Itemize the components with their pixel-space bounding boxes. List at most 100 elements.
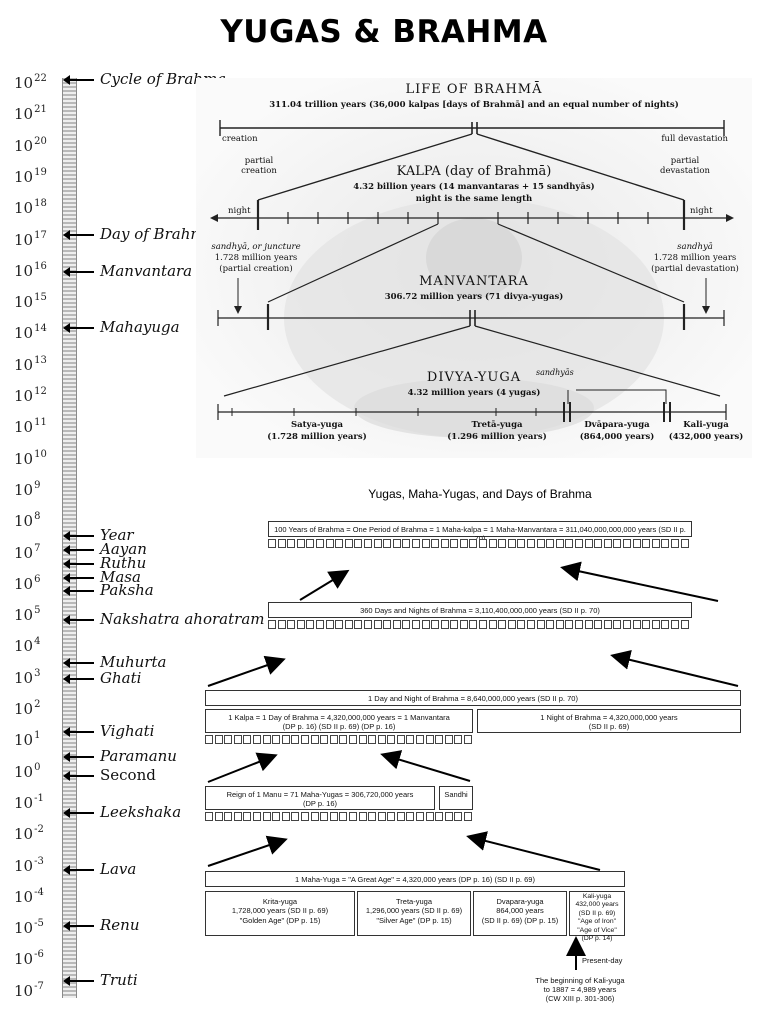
unit-square	[392, 539, 401, 548]
unit-square	[315, 539, 324, 548]
arrow-left-icon	[63, 572, 94, 583]
unit-square	[205, 735, 213, 744]
unit-square	[421, 620, 430, 629]
kali-name: Kali-yuga	[582, 893, 612, 900]
squares-row-360-days	[268, 620, 694, 631]
arrow-left-icon	[63, 544, 94, 555]
unit-square	[287, 539, 296, 548]
unit-square	[622, 539, 631, 548]
squares-row-100-years	[268, 539, 694, 550]
unit-square	[291, 735, 300, 744]
scale-exponent: 105	[14, 605, 41, 625]
scale-exponent: 1010	[14, 448, 47, 468]
scale-exponent: 1013	[14, 354, 47, 374]
unit-square	[402, 620, 411, 629]
unit-square	[444, 812, 453, 821]
unit-square	[358, 735, 367, 744]
box-dvapara-yuga: Dvapara-yuga 864,000 years (SD II p. 69)…	[473, 891, 567, 936]
sandhya-left-line2: 1.728 million years	[214, 253, 298, 263]
scale-exponent: 1018	[14, 198, 47, 218]
unit-square	[392, 620, 401, 629]
scale-marker: Ghati	[63, 671, 141, 686]
unit-square	[584, 620, 593, 629]
arrow-left-icon	[63, 322, 94, 333]
unit-square	[354, 620, 363, 629]
scale-marker-label: Manvantara	[100, 262, 193, 280]
dvapara-yuga-label: Dvāpara-yuga	[584, 420, 650, 430]
unit-square	[300, 812, 309, 821]
unit-square	[320, 735, 329, 744]
arrow-left-icon	[63, 726, 94, 737]
unit-square	[368, 812, 377, 821]
unit-square	[488, 539, 497, 548]
scale-exponent: 1016	[14, 260, 47, 280]
kalpa-subtitle: 4.32 billion years (14 manvantaras + 15 …	[353, 182, 595, 192]
kali-ref: (DP p. 14)	[581, 935, 613, 943]
unit-square	[320, 812, 329, 821]
unit-square	[565, 539, 574, 548]
krita-years: 1,728,000 years (SD II p. 69)	[231, 906, 329, 916]
unit-square	[632, 539, 641, 548]
divya-yuga-title: DIVYA-YUGA	[426, 370, 522, 385]
satya-yuga-years: (1.728 million years)	[267, 432, 367, 442]
unit-square	[281, 812, 290, 821]
treta-age: "Silver Age" (DP p. 15)	[376, 915, 452, 925]
unit-square	[344, 620, 353, 629]
unit-square	[444, 735, 453, 744]
unit-square	[348, 812, 357, 821]
treta-yuga-label: Tretā-yuga	[471, 420, 523, 430]
infographic-lines	[210, 120, 734, 438]
arrow-left-icon	[63, 74, 94, 85]
unit-square	[411, 620, 420, 629]
unit-square	[575, 620, 583, 629]
box-kalpa-line1: 1 Kalpa = 1 Day of Brahma = 4,320,000,00…	[228, 713, 450, 722]
unit-square	[670, 620, 679, 629]
squares-row-manu	[205, 812, 475, 823]
scale-exponent: 102	[14, 699, 41, 718]
unit-square	[233, 812, 242, 821]
unit-square	[546, 539, 555, 548]
dvapara-name: Dvapara-yuga	[496, 897, 544, 906]
scale-exponent: 10-5	[14, 918, 44, 938]
arrow-left-icon	[63, 975, 94, 986]
scale-exponent: 106	[14, 573, 41, 593]
unit-square	[536, 620, 545, 629]
scale-marker: Masa	[63, 570, 141, 585]
unit-square	[402, 539, 411, 548]
unit-square	[339, 735, 348, 744]
scale-marker: Mahayuga	[63, 318, 180, 336]
unit-square	[329, 735, 338, 744]
unit-square	[387, 812, 396, 821]
arrow-left-icon	[63, 558, 94, 569]
unit-square	[469, 539, 478, 548]
unit-square	[613, 539, 622, 548]
unit-square	[296, 539, 305, 548]
unit-square	[507, 539, 516, 548]
life-of-brahma-infographic: LIFE OF BRAHMĀ 311.04 trillion years (36…	[196, 78, 752, 458]
unit-square	[555, 539, 564, 548]
unit-square	[517, 620, 526, 629]
treta-years: 1,296,000 years (SD II p. 69)	[365, 906, 463, 916]
unit-square	[416, 812, 425, 821]
unit-square	[459, 539, 468, 548]
unit-square	[272, 812, 281, 821]
unit-square	[363, 620, 372, 629]
kali-yuga-label: Kali-yuga	[683, 420, 729, 430]
scale-marker-label: Mahayuga	[100, 318, 180, 336]
sandhya-right-line3: (partial devastation)	[651, 264, 739, 274]
treta-name: Treta-yuga	[396, 897, 432, 906]
box-kalpa-line2: (DP p. 16) (SD II p. 69) (DP p. 16)	[282, 722, 396, 732]
dvapara-years: 864,000 years	[496, 906, 544, 916]
unit-square	[363, 539, 372, 548]
scale-exponent: 10-1	[14, 792, 44, 812]
unit-square	[373, 539, 382, 548]
unit-square	[594, 620, 603, 629]
manvantara-subtitle: 306.72 million years (71 divya-yugas)	[384, 292, 564, 302]
unit-square	[306, 539, 315, 548]
unit-square	[325, 620, 334, 629]
full-devastation-label: full devastation	[661, 134, 728, 144]
kalpa-night-note: night is the same length	[415, 194, 533, 204]
unit-square	[642, 539, 651, 548]
box-reign-of-manu: Reign of 1 Manu = 71 Maha-Yugas = 306,72…	[205, 786, 435, 810]
unit-square	[243, 735, 252, 744]
